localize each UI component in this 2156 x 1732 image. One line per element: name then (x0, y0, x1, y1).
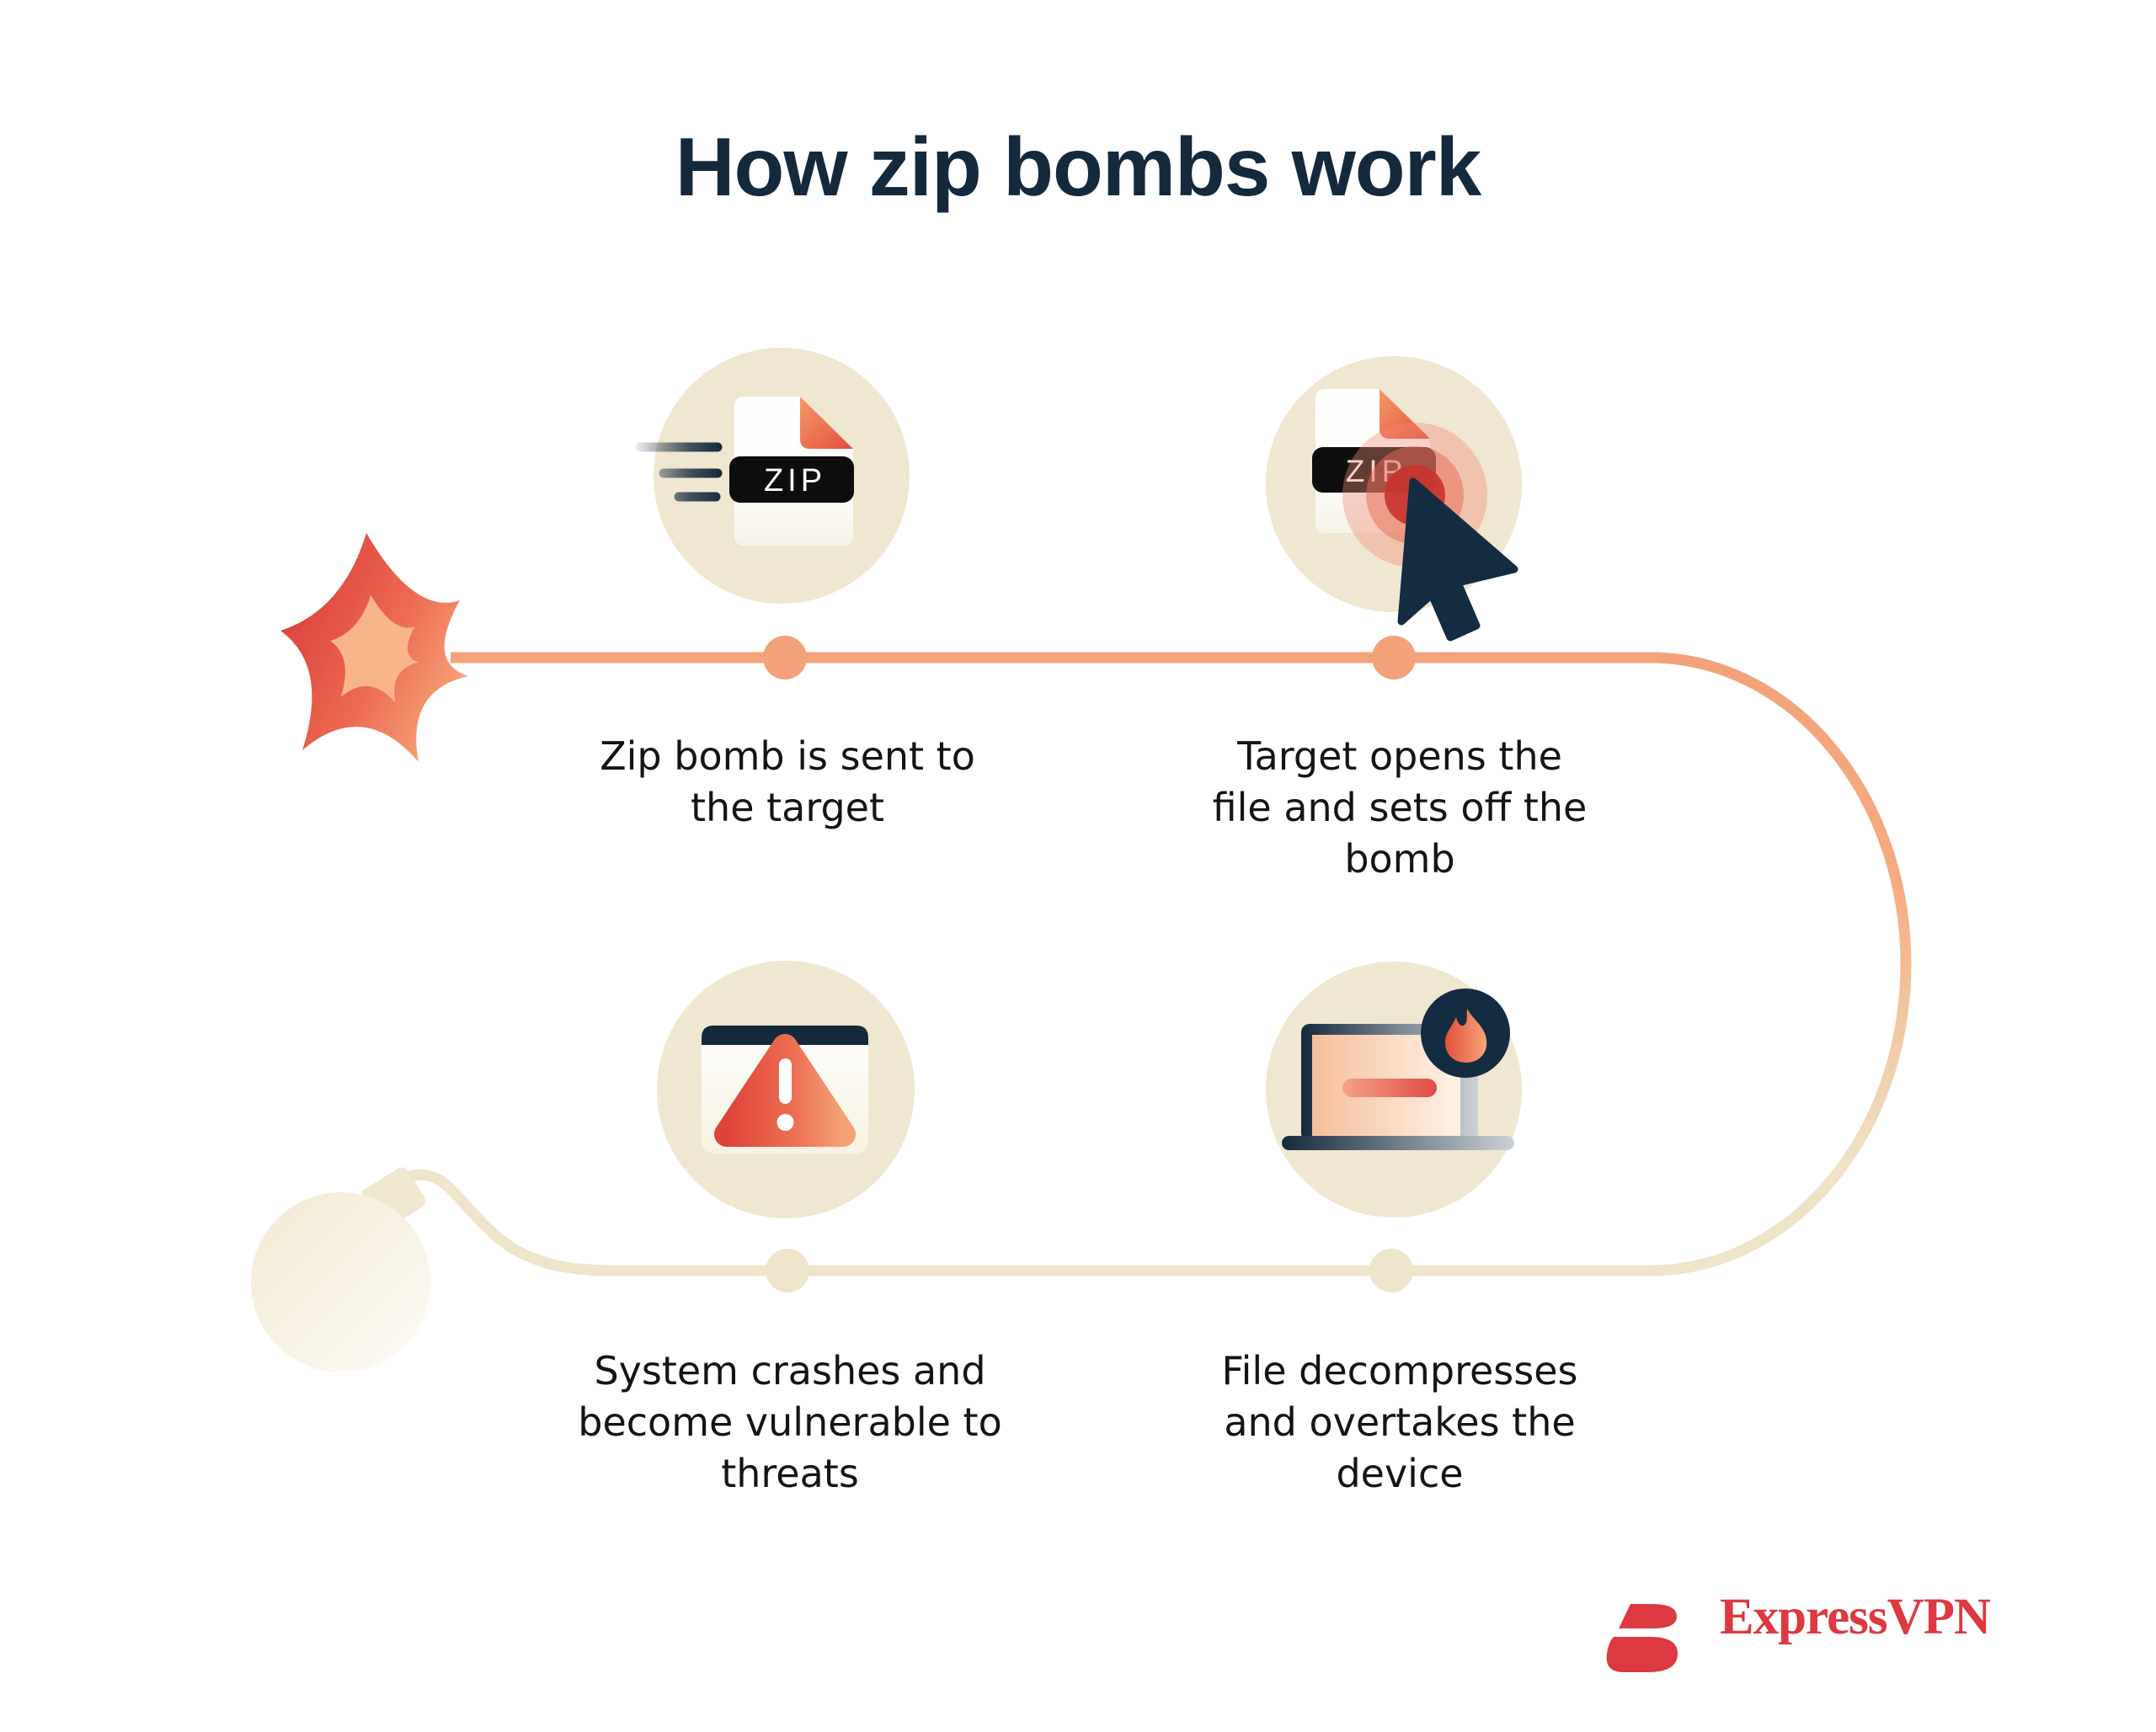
caption-line: System crashes and (594, 1348, 986, 1394)
zip-label-text: ZIP (764, 463, 826, 498)
cursor-icon (1397, 477, 1518, 642)
caption-line: file and sets off the (1212, 785, 1588, 830)
caption-line: bomb (1344, 836, 1455, 882)
step-caption-decompress: File decompresses and overtakes the devi… (1222, 1346, 1578, 1500)
exclamation-dot (776, 1114, 794, 1131)
laptop-base (1282, 1136, 1514, 1150)
caption-line: and overtakes the (1224, 1399, 1576, 1445)
caption-line: Zip bomb is sent to (600, 733, 975, 779)
expressvpn-logomark-icon (1606, 1604, 1678, 1672)
file-fold-icon (800, 397, 853, 449)
step-caption-sent: Zip bomb is sent to the target (600, 731, 975, 834)
caption-line: the target (691, 785, 884, 830)
step-caption-opens: Target opens the file and sets off the b… (1213, 731, 1588, 885)
step-dot-1 (763, 636, 807, 679)
step-dot-3 (1369, 1249, 1413, 1292)
system-crash-icon (657, 961, 915, 1218)
zip-sent-icon: ZIP (635, 348, 910, 604)
laptop-fire-icon (1266, 962, 1522, 1218)
flow-path (451, 652, 1912, 1276)
caption-line: become vulnerable to (578, 1399, 1002, 1445)
bomb-icon (251, 1192, 431, 1372)
step-dot-4 (766, 1249, 809, 1292)
step-dot-2 (1372, 636, 1416, 679)
caption-line: File decompresses (1221, 1348, 1578, 1394)
brand-wordmark: ExpressVPN (1720, 1589, 1991, 1645)
page-title: How zip bombs work (675, 120, 1482, 213)
caption-line: device (1336, 1451, 1464, 1496)
flame-icon (1444, 1009, 1487, 1063)
caption-line: threats (721, 1451, 859, 1496)
caption-line: Target opens the (1237, 733, 1562, 779)
step-caption-crash: System crashes and become vulnerable to … (578, 1346, 1001, 1500)
file-fold-icon (1380, 389, 1430, 439)
screen-alert-bar (1342, 1079, 1437, 1097)
zip-open-icon: ZIP (1266, 356, 1522, 642)
zip-label-badge (729, 456, 854, 503)
explosion-starburst-icon (280, 533, 468, 762)
exclamation-bar (779, 1058, 792, 1104)
bomb-fuse (391, 1169, 616, 1276)
